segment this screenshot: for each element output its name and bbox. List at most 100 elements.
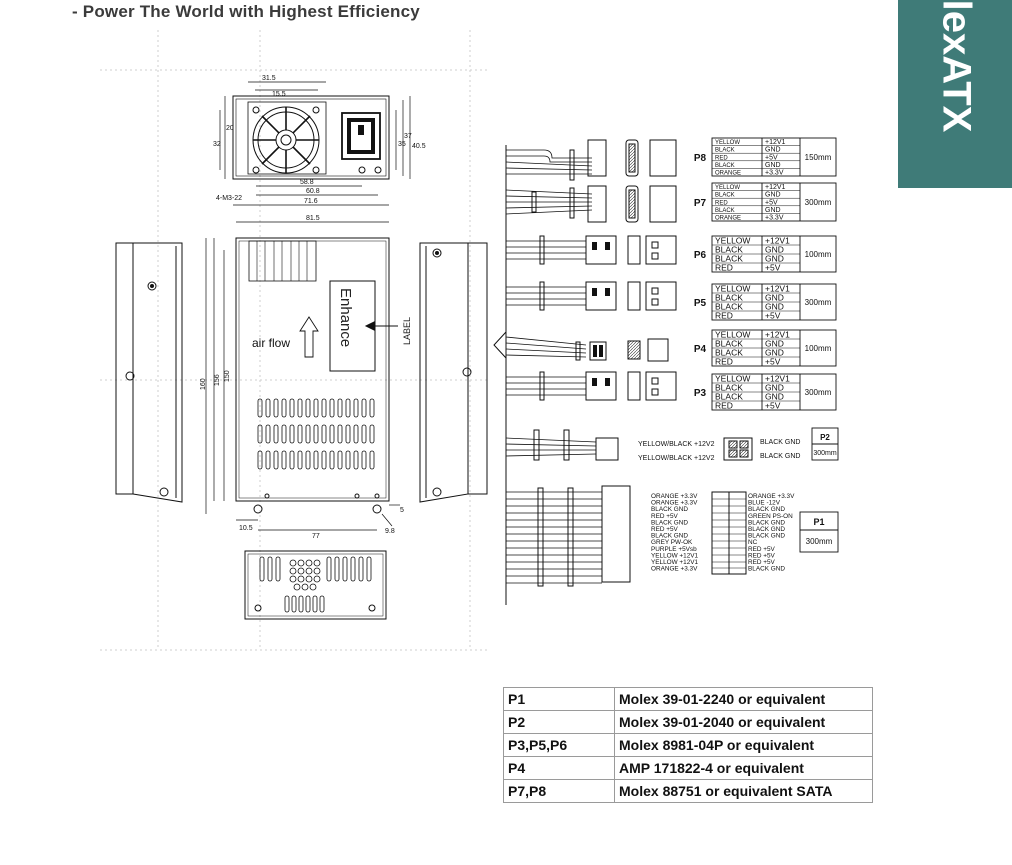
wire-signal: +5V	[765, 199, 778, 206]
cable-length: 100mm	[805, 344, 832, 353]
connector-id: P5	[694, 298, 707, 309]
connector-desc-cell: AMP 171822-4 or equivalent	[614, 756, 873, 780]
p2-box	[811, 427, 839, 461]
p1-pin-label: BLACK GND	[651, 506, 688, 513]
wire-color: BLACK	[715, 293, 743, 303]
p1-length: 300mm	[806, 537, 833, 546]
dimension-label: 71.6	[304, 198, 318, 205]
wire-color: BLACK	[715, 163, 735, 169]
section-tab: lexATX	[898, 0, 1012, 188]
connector-desc-cell: Molex 8981-04P or equivalent	[614, 733, 873, 757]
dimension-label: 9.8	[385, 528, 395, 535]
wire-color: ORANGE	[715, 171, 741, 177]
dimension-label: 32	[213, 141, 221, 148]
wire-color: YELLOW	[715, 140, 740, 146]
wire-color: RED	[715, 263, 733, 273]
connector-id-cell: P4	[503, 756, 615, 780]
cable-length: 150mm	[805, 153, 832, 162]
wire-signal: GND	[765, 339, 784, 349]
dimension-label: 156	[214, 374, 221, 386]
p1-pin-label: ORANGE +3.3V	[651, 566, 698, 573]
dimension-label: 4-M3-22	[216, 195, 242, 202]
cable-length: 100mm	[805, 250, 832, 259]
cable-length: 300mm	[805, 298, 832, 307]
wire-color: RED	[715, 311, 733, 321]
wire-color: BLACK	[715, 348, 743, 358]
p1-pin-label: RED +5V	[651, 526, 679, 533]
wire-signal: +12V1	[765, 284, 790, 294]
p2-id: P2	[820, 433, 830, 442]
dimension-label: 5	[400, 507, 404, 514]
wire-color: BLACK	[715, 148, 735, 154]
wire-signal: GND	[765, 392, 784, 402]
p1-pin-label: BLACK GND	[651, 519, 688, 526]
label-marker: LABEL	[402, 317, 412, 345]
dimension-label: 150	[224, 370, 231, 382]
cable-length: 300mm	[805, 388, 832, 397]
p1-pin-label: RED +5V	[748, 546, 776, 553]
wire-color: ORANGE	[715, 216, 741, 222]
wire-color: BLACK	[715, 254, 743, 264]
p2-pin-label: BLACK GND	[760, 453, 800, 460]
wire-signal: GND	[765, 192, 781, 199]
wire-color: YELLOW	[715, 374, 750, 384]
dimension-label: 40.5	[412, 143, 426, 150]
p1-pin-label: BLACK GND	[748, 506, 785, 513]
wire-color: RED	[715, 357, 733, 367]
cable-length: 300mm	[805, 198, 832, 207]
dimension-label: 58.8	[300, 179, 314, 186]
wire-color: YELLOW	[715, 185, 740, 191]
wire-signal: GND	[765, 147, 781, 154]
p1-pin-label: BLUE -12V	[748, 500, 781, 507]
p2-pin-label: YELLOW/BLACK +12V2	[638, 441, 715, 448]
wire-signal: +5V	[765, 311, 781, 321]
wire-color: RED	[715, 200, 728, 206]
dimension-label: 60.8	[306, 188, 320, 195]
wire-signal: +5V	[765, 263, 781, 273]
wire-color: YELLOW	[715, 284, 750, 294]
dimension-label: 15.5	[272, 91, 286, 98]
wire-color: BLACK	[715, 208, 735, 214]
connector-desc-cell: Molex 39-01-2240 or equivalent	[614, 687, 873, 711]
wire-signal: +5V	[765, 401, 781, 411]
front-panel-view	[244, 550, 387, 620]
wire-signal: +12V1	[765, 184, 786, 191]
connector-id: P6	[694, 250, 707, 261]
wire-signal: GND	[765, 162, 781, 169]
wire-signal: GND	[765, 302, 784, 312]
p1-pin-label: BLACK GND	[748, 533, 785, 540]
wire-signal: GND	[765, 293, 784, 303]
wire-color: YELLOW	[715, 236, 750, 246]
connector-id: P3	[694, 388, 707, 399]
p1-pin-label: GREEN PS-ON	[748, 513, 793, 520]
connector-id-cell: P1	[503, 687, 615, 711]
wire-signal: +5V	[765, 154, 778, 161]
wire-signal: GND	[765, 207, 781, 214]
wire-signal: +12V1	[765, 139, 786, 146]
wire-signal: GND	[765, 254, 784, 264]
p2-pin-label: YELLOW/BLACK +12V2	[638, 455, 715, 462]
p1-pin-label: ORANGE +3.3V	[651, 500, 698, 507]
dimension-label: 20	[226, 125, 234, 132]
p1-pin-label: BLACK GND	[651, 533, 688, 540]
p1-pin-label: BLACK GND	[748, 566, 785, 573]
p1-pin-label: NC	[748, 539, 758, 546]
connector-id-cell: P2	[503, 710, 615, 734]
dimension-label: 81.5	[306, 215, 320, 222]
p1-pin-label: YELLOW +12V1	[651, 552, 699, 559]
connector-id: P4	[694, 344, 707, 355]
connector-id-cell: P3,P5,P6	[503, 733, 615, 757]
p1-box	[799, 511, 839, 553]
wire-signal: +12V1	[765, 330, 790, 340]
wire-color: YELLOW	[715, 330, 750, 340]
airflow-label: air flow	[252, 336, 290, 350]
